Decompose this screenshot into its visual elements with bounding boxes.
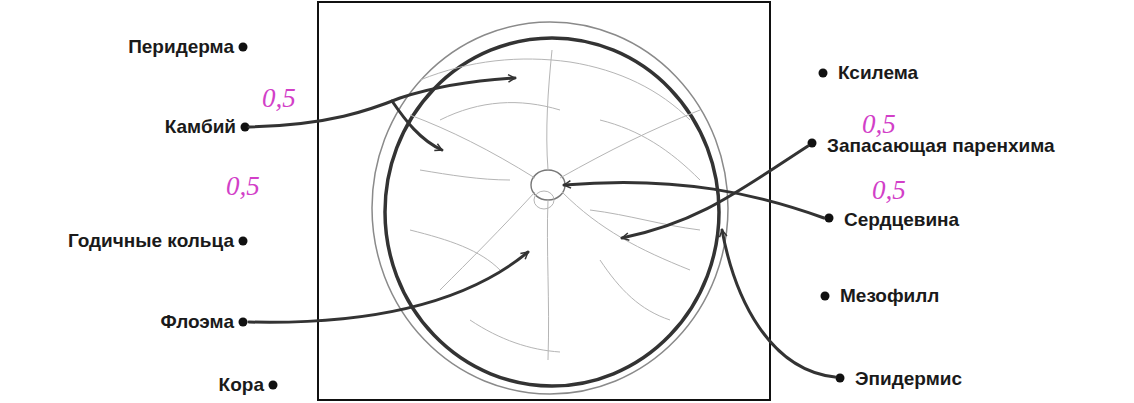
outer-ring bbox=[372, 22, 728, 394]
part-label: Флоэма bbox=[160, 311, 234, 333]
score-mark: 0,5 bbox=[862, 109, 896, 140]
part-label: Сердцевина bbox=[844, 209, 959, 231]
part-label: Эпидермис bbox=[855, 368, 962, 390]
cambium-ring bbox=[385, 38, 719, 386]
score-mark: 0,5 bbox=[226, 171, 260, 202]
score-mark: 0,5 bbox=[872, 175, 906, 206]
part-label: Кора bbox=[219, 374, 264, 396]
sketch-lines bbox=[410, 50, 700, 360]
label-dots bbox=[239, 43, 845, 390]
part-label: Камбий bbox=[165, 116, 236, 138]
part-label: Запасающая паренхима bbox=[827, 135, 1055, 157]
part-label: Годичные кольца bbox=[68, 230, 234, 252]
frame bbox=[318, 2, 770, 400]
part-label: Ксилема bbox=[838, 62, 918, 84]
score-mark: 0,5 bbox=[262, 83, 296, 114]
part-label: Мезофилл bbox=[840, 285, 939, 307]
leader-arrows bbox=[249, 78, 835, 377]
part-label: Перидерма bbox=[128, 36, 234, 58]
